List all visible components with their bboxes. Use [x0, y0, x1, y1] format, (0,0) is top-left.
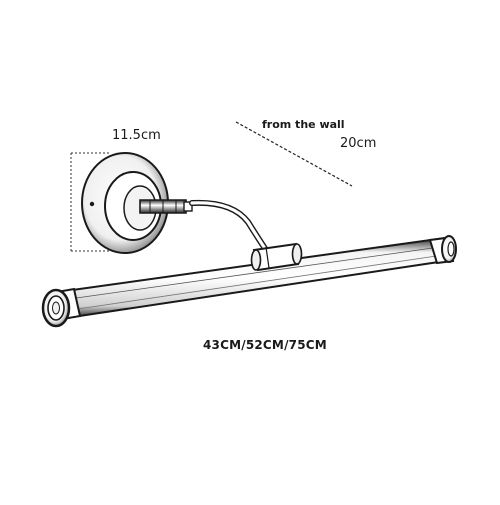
diameter-dimension-bracket	[70, 152, 112, 252]
lamp-arm	[139, 199, 269, 253]
length-options-label: 43CM/52CM/75CM	[203, 338, 327, 352]
diameter-label: 11.5cm	[112, 128, 161, 143]
depth-dimension-line	[235, 121, 353, 187]
wall-plate	[81, 152, 169, 254]
left-end-cap	[41, 287, 82, 328]
screw-hole-icon	[89, 201, 95, 207]
from-wall-label: from the wall	[262, 118, 345, 131]
depth-label: 20cm	[340, 136, 377, 151]
bar-clamp	[250, 242, 303, 272]
right-end-cap	[428, 235, 457, 265]
